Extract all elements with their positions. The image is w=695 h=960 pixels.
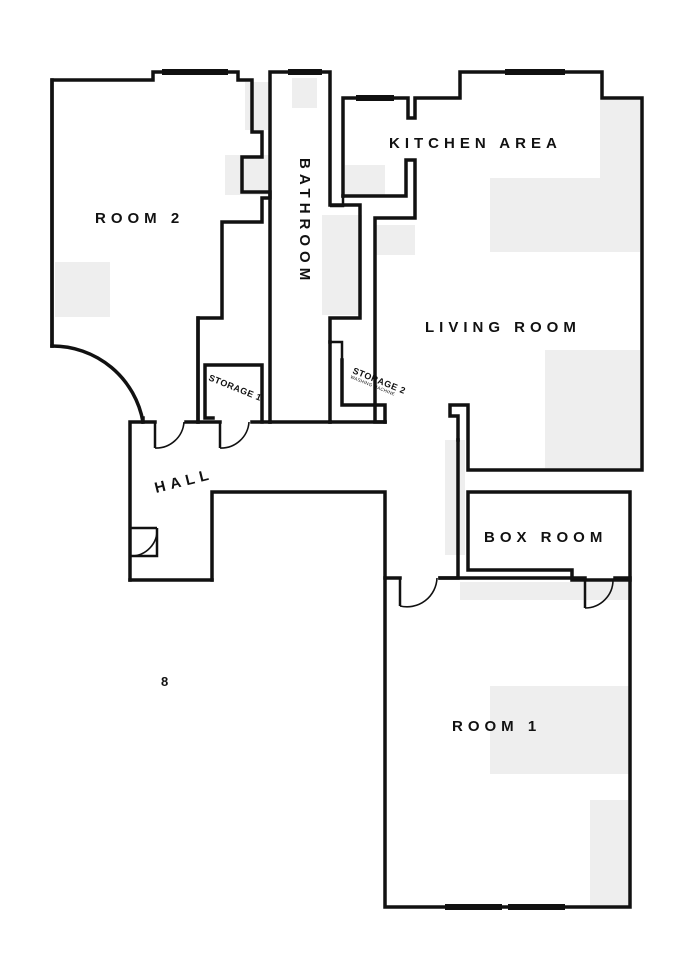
living-room-label: LIVING ROOM (425, 319, 581, 336)
hall-walls (128, 420, 387, 582)
floor-shading (55, 78, 640, 905)
bathroom-label: BATHROOM (296, 158, 313, 285)
storage-1-label: STORAGE 1 (207, 373, 263, 403)
kitchen-walls (341, 70, 644, 472)
plot-number: 8 (161, 674, 168, 689)
room-2-label: ROOM 2 (95, 210, 184, 227)
box-room-label: BOX ROOM (484, 529, 607, 546)
hall-label: HALL (153, 466, 215, 497)
kitchen-area-label: KITCHEN AREA (389, 135, 562, 152)
room-2-walls (50, 70, 272, 424)
storage-1-walls (203, 363, 264, 424)
doors (50, 344, 614, 609)
room-1-label: ROOM 1 (452, 718, 541, 735)
box-room-walls (466, 490, 632, 582)
room-1-walls (383, 576, 632, 909)
bathroom-walls (268, 70, 362, 424)
